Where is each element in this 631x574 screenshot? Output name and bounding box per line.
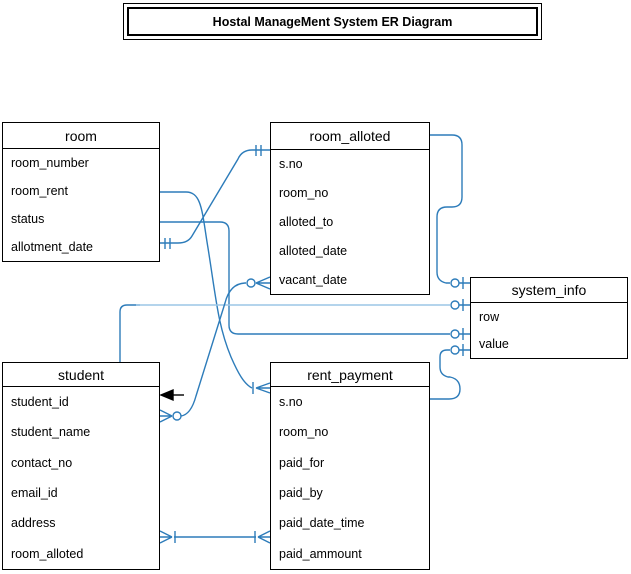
field-room_number[interactable]: room_number [11,156,89,170]
one-or-many-marker [252,382,271,394]
one-marker [459,299,470,311]
field-room_alloted[interactable]: room_alloted [11,546,84,561]
relationship-student-roomalloted[interactable] [159,276,271,423]
zero-marker [172,411,182,421]
field-paid_ammount[interactable]: paid_ammount [279,546,362,561]
field-value[interactable]: value [479,337,509,352]
one-marker [459,344,470,356]
one-marker [255,145,262,156]
field-allotment_date[interactable]: allotment_date [11,240,94,254]
zero-marker [450,278,460,288]
field-room_no[interactable]: room_no [279,425,329,440]
field-vacant_date[interactable]: vacant_date [279,272,348,287]
field-contact_no[interactable]: contact_no [11,455,73,470]
field-room_rent[interactable]: room_rent [11,184,68,198]
field-room_no[interactable]: room_no [279,186,329,201]
field-alloted_date[interactable]: alloted_date [279,243,348,258]
student-id-pointer-arrow[interactable] [159,388,184,402]
entity-system-info-header[interactable]: system_info [471,278,627,303]
entity-room-header[interactable]: room [3,123,159,149]
entity-room[interactable]: room room_number room_rent status allotm… [2,122,160,262]
field-sno[interactable]: s.no [279,157,303,172]
field-paid_date_time[interactable]: paid_date_time [279,516,365,531]
one-or-many-marker [159,530,176,544]
diagram-title-box[interactable]: Hostal ManageMent System ER Diagram [123,3,542,40]
field-paid_for[interactable]: paid_for [279,455,325,470]
zero-marker [450,345,460,355]
one-or-many-marker [254,530,271,544]
one-marker [459,328,470,340]
zero-marker [450,300,460,310]
entity-room-alloted[interactable]: room_alloted s.no room_no alloted_to all… [270,122,430,295]
zero-or-many-marker [159,409,173,423]
relationship-student-systeminfo[interactable] [119,299,470,362]
entity-system-info[interactable]: system_info row value [470,277,628,359]
field-email_id[interactable]: email_id [11,486,58,501]
field-address[interactable]: address [11,516,56,531]
diagram-title: Hostal ManageMent System ER Diagram [127,7,538,36]
field-paid_by[interactable]: paid_by [279,486,323,501]
zero-marker [450,329,460,339]
relationship-student-rentpayment[interactable] [159,530,271,544]
entity-student-header[interactable]: student [3,363,159,387]
one-marker [164,238,171,249]
relationship-room-rentpayment[interactable] [160,191,271,394]
field-status[interactable]: status [11,212,45,226]
zero-marker [246,278,256,288]
relationship-room-roomalloted[interactable] [160,145,270,249]
entity-room-alloted-header[interactable]: room_alloted [271,123,429,150]
field-row[interactable]: row [479,309,500,324]
field-alloted_to[interactable]: alloted_to [279,214,334,229]
zero-or-many-marker [255,276,271,290]
entity-rent-payment[interactable]: rent_payment s.no room_no paid_for paid_… [270,362,430,570]
field-student_name[interactable]: student_name [11,425,91,440]
relationship-rentpayment-systeminfo[interactable] [430,344,470,400]
relationship-roomalloted-systeminfo[interactable] [430,134,470,289]
entity-student[interactable]: student student_id student_name contact_… [2,362,160,570]
entity-rent-payment-header[interactable]: rent_payment [271,363,429,387]
field-student_id[interactable]: student_id [11,395,69,410]
one-marker [459,277,470,289]
field-sno[interactable]: s.no [279,395,303,410]
